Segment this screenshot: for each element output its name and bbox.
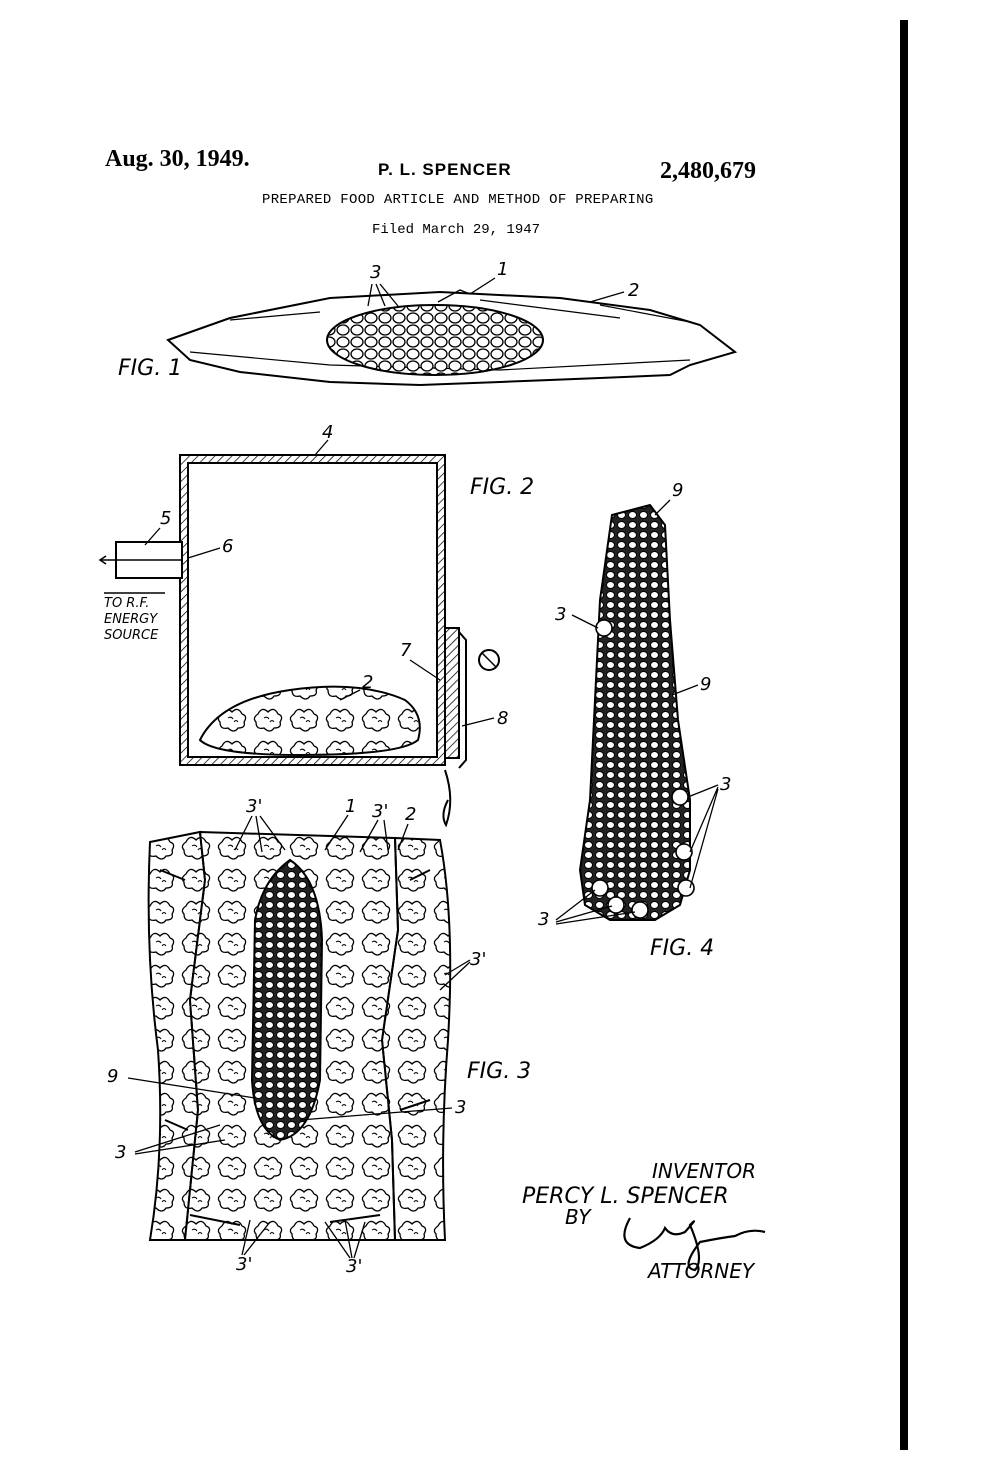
fig4-label: FIG. 4 <box>650 936 714 961</box>
fig3-ref-3p-c: 3' <box>470 949 486 970</box>
fig2-ref-8: 8 <box>497 708 508 729</box>
fig3-ref-3p-b: 3' <box>372 801 388 822</box>
fig2-ref-2: 2 <box>362 672 373 693</box>
attorney-label: ATTORNEY <box>646 1259 756 1283</box>
patent-number: 2,480,679 <box>660 158 756 184</box>
right-wrapper-flap <box>380 836 452 1241</box>
fig2-source-line-3: SOURCE <box>104 628 159 643</box>
rf-feed-line <box>98 555 182 565</box>
inventor-name-header: P. L. SPENCER <box>378 160 512 179</box>
inventor-role: INVENTOR <box>652 1159 756 1183</box>
fig4-ref-3-upper: 3 <box>555 604 566 625</box>
fig3-ref-1: 1 <box>345 796 356 817</box>
fig2-ref-7: 7 <box>400 640 412 661</box>
fig3-crease-strokes <box>159 869 431 1226</box>
corn-ear <box>326 304 544 376</box>
figure-3: 3' 1 3' 2 3' 9 3 3 3' 3' FIG. 3 <box>107 796 531 1277</box>
fig4-unpopped-kernel <box>677 879 695 897</box>
signature-block: INVENTOR PERCY L. SPENCER BY ATTORNEY <box>522 1159 766 1283</box>
fig2-label: FIG. 2 <box>470 475 534 500</box>
fig4-ref-9-mid: 9 <box>700 674 711 695</box>
fig3-ref-3-left: 3 <box>115 1142 126 1163</box>
latch-slot <box>481 652 497 668</box>
fig3-ref-3p-a: 3' <box>246 796 262 817</box>
fig1-leader-lines <box>367 277 625 307</box>
fig4-unpopped-kernel <box>671 788 689 806</box>
fig3-corn-cob <box>250 858 324 1142</box>
fig4-unpopped-kernel <box>631 901 649 919</box>
fig2-leader-lines <box>144 439 495 727</box>
fig2-ref-5: 5 <box>160 508 171 529</box>
fig4-unpopped-kernel <box>595 619 613 637</box>
fig3-leader-lines <box>127 814 471 1259</box>
fig1-label: FIG. 1 <box>118 356 182 381</box>
fig4-ref-3-bottom: 3 <box>538 909 549 930</box>
attorney-signature <box>623 1217 766 1272</box>
fig3-ref-3p-e: 3' <box>346 1256 362 1277</box>
fig4-unpopped-kernel <box>607 896 625 914</box>
fig4-ref-9-top: 9 <box>672 480 683 501</box>
fig2-ref-6: 6 <box>222 536 233 557</box>
door-hinge-strip <box>458 631 467 769</box>
door-bracket <box>442 769 452 828</box>
patent-title: PREPARED FOOD ARTICLE AND METHOD OF PREP… <box>262 192 654 208</box>
fig4-unpopped-kernel <box>675 843 693 861</box>
left-wrapper-flap <box>147 830 207 1241</box>
fig4-popped-cob <box>578 503 691 921</box>
fig2-ref-4: 4 <box>322 422 333 443</box>
by-label: BY <box>565 1205 592 1229</box>
fig2-source-line-1: TO R.F. <box>104 596 149 611</box>
fig4-leader-lines <box>555 499 719 925</box>
scan-edge-bar <box>900 20 908 1450</box>
oven-enclosure <box>179 454 446 766</box>
patent-date: Aug. 30, 1949. <box>105 146 250 172</box>
figure-2: 4 5 6 7 2 8 TO R.F. ENERGY SOURCE FIG. 2 <box>98 422 534 828</box>
fig4-ref-3-right: 3 <box>720 774 731 795</box>
fig1-ref-1: 1 <box>497 259 508 280</box>
figure-1: 3 1 2 FIG. 1 <box>118 259 738 387</box>
fig4-unpopped-kernel <box>591 879 609 897</box>
oven-door <box>444 627 460 759</box>
wrapped-article-in-oven <box>198 685 421 757</box>
fig2-source-line-2: ENERGY <box>104 612 158 627</box>
fig3-ref-3-right: 3 <box>455 1097 466 1118</box>
figure-4: 9 3 9 3 3 FIG. 4 <box>538 480 731 961</box>
fig3-label: FIG. 3 <box>467 1059 531 1084</box>
inventor-full-name: PERCY L. SPENCER <box>522 1184 729 1209</box>
fig1-ref-2: 2 <box>628 280 639 301</box>
fig3-ref-3p-d: 3' <box>236 1254 252 1275</box>
fig3-ref-2: 2 <box>405 804 416 825</box>
fig1-ref-3: 3 <box>370 262 381 283</box>
filed-date: Filed March 29, 1947 <box>372 222 541 238</box>
fig3-ref-9: 9 <box>107 1066 118 1087</box>
